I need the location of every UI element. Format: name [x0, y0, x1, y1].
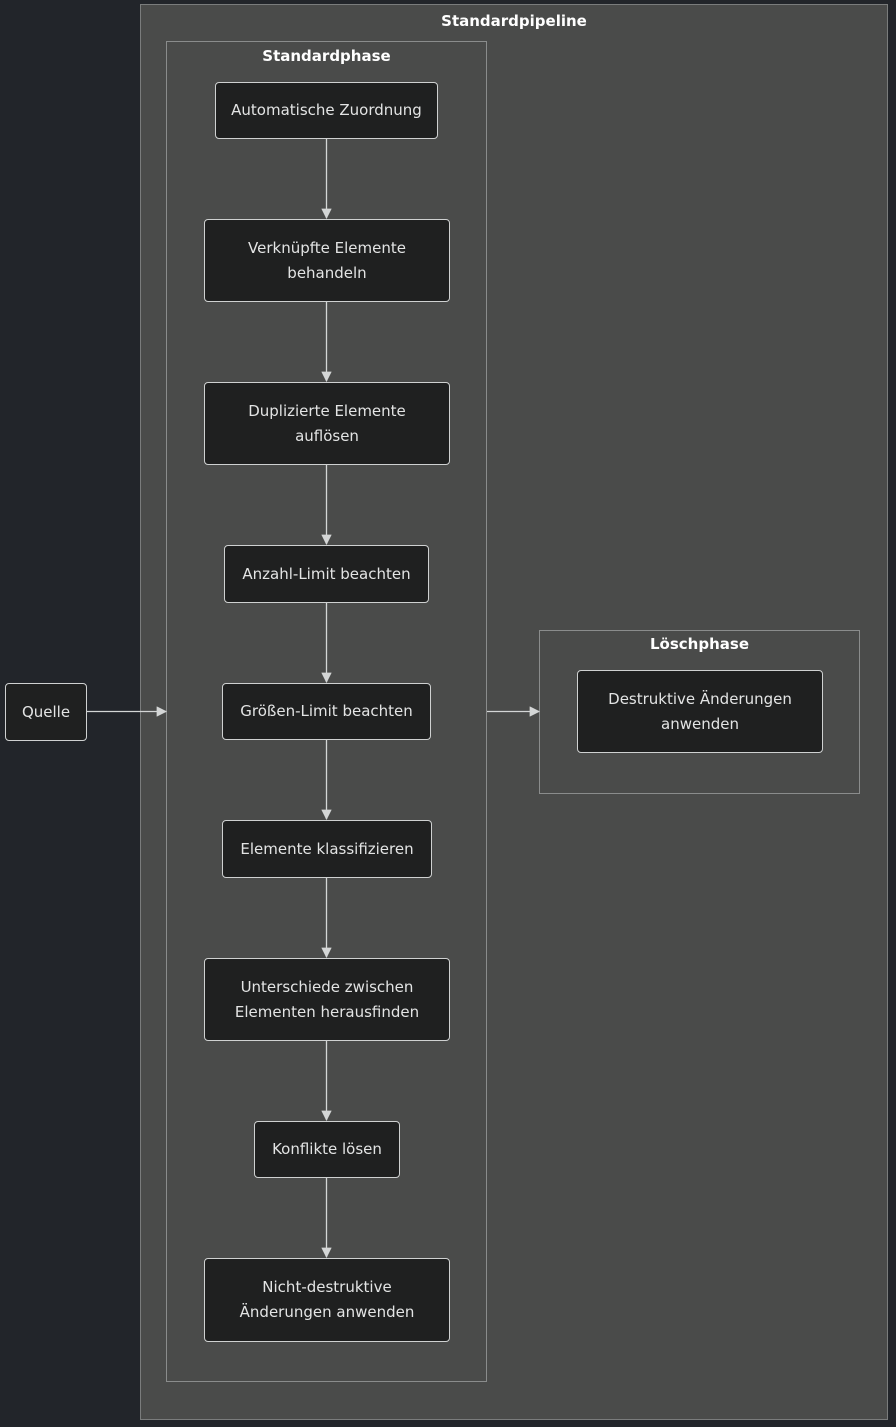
cluster-title-loeschphase: Löschphase — [649, 635, 749, 653]
node-label: Duplizierte Elemente auflösen — [248, 401, 406, 445]
node-automatische-zuordnung[interactable]: Automatische Zuordnung — [215, 82, 438, 139]
node-elemente-klassifizieren[interactable]: Elemente klassifizieren — [222, 820, 432, 878]
node-label: Anzahl-Limit beachten — [242, 564, 411, 583]
node-quelle[interactable]: Quelle — [5, 683, 87, 741]
cluster-title-standardphase: Standardphase — [262, 47, 391, 65]
node-groessen-limit[interactable]: Größen-Limit beachten — [222, 683, 431, 740]
node-label: Destruktive Änderungen anwenden — [608, 689, 792, 733]
node-label: Nicht-destruktive Änderungen anwenden — [239, 1278, 415, 1321]
node-verknuepfte-elemente[interactable]: Verknüpfte Elemente behandeln — [204, 219, 450, 302]
node-label: Größen-Limit beachten — [240, 702, 413, 720]
node-anzahl-limit[interactable]: Anzahl-Limit beachten — [224, 545, 429, 603]
node-label: Unterschiede zwischen Elementen herausfi… — [234, 977, 420, 1021]
node-label: Elemente klassifizieren — [240, 839, 414, 858]
node-unterschiede[interactable]: Unterschiede zwischen Elementen herausfi… — [204, 958, 450, 1041]
node-konflikte-loesen[interactable]: Konflikte lösen — [254, 1121, 400, 1178]
cluster-title-standardpipeline: Standardpipeline — [441, 12, 587, 30]
node-nicht-destruktive-aenderungen[interactable]: Nicht-destruktive Änderungen anwenden — [204, 1258, 450, 1342]
node-duplizierte-elemente[interactable]: Duplizierte Elemente auflösen — [204, 382, 450, 465]
node-label: Konflikte lösen — [272, 1140, 382, 1158]
node-label: Verknüpfte Elemente behandeln — [248, 238, 406, 282]
node-destruktive-aenderungen[interactable]: Destruktive Änderungen anwenden — [577, 670, 823, 753]
node-label: Automatische Zuordnung — [231, 101, 422, 119]
node-quelle-label: Quelle — [21, 702, 71, 721]
